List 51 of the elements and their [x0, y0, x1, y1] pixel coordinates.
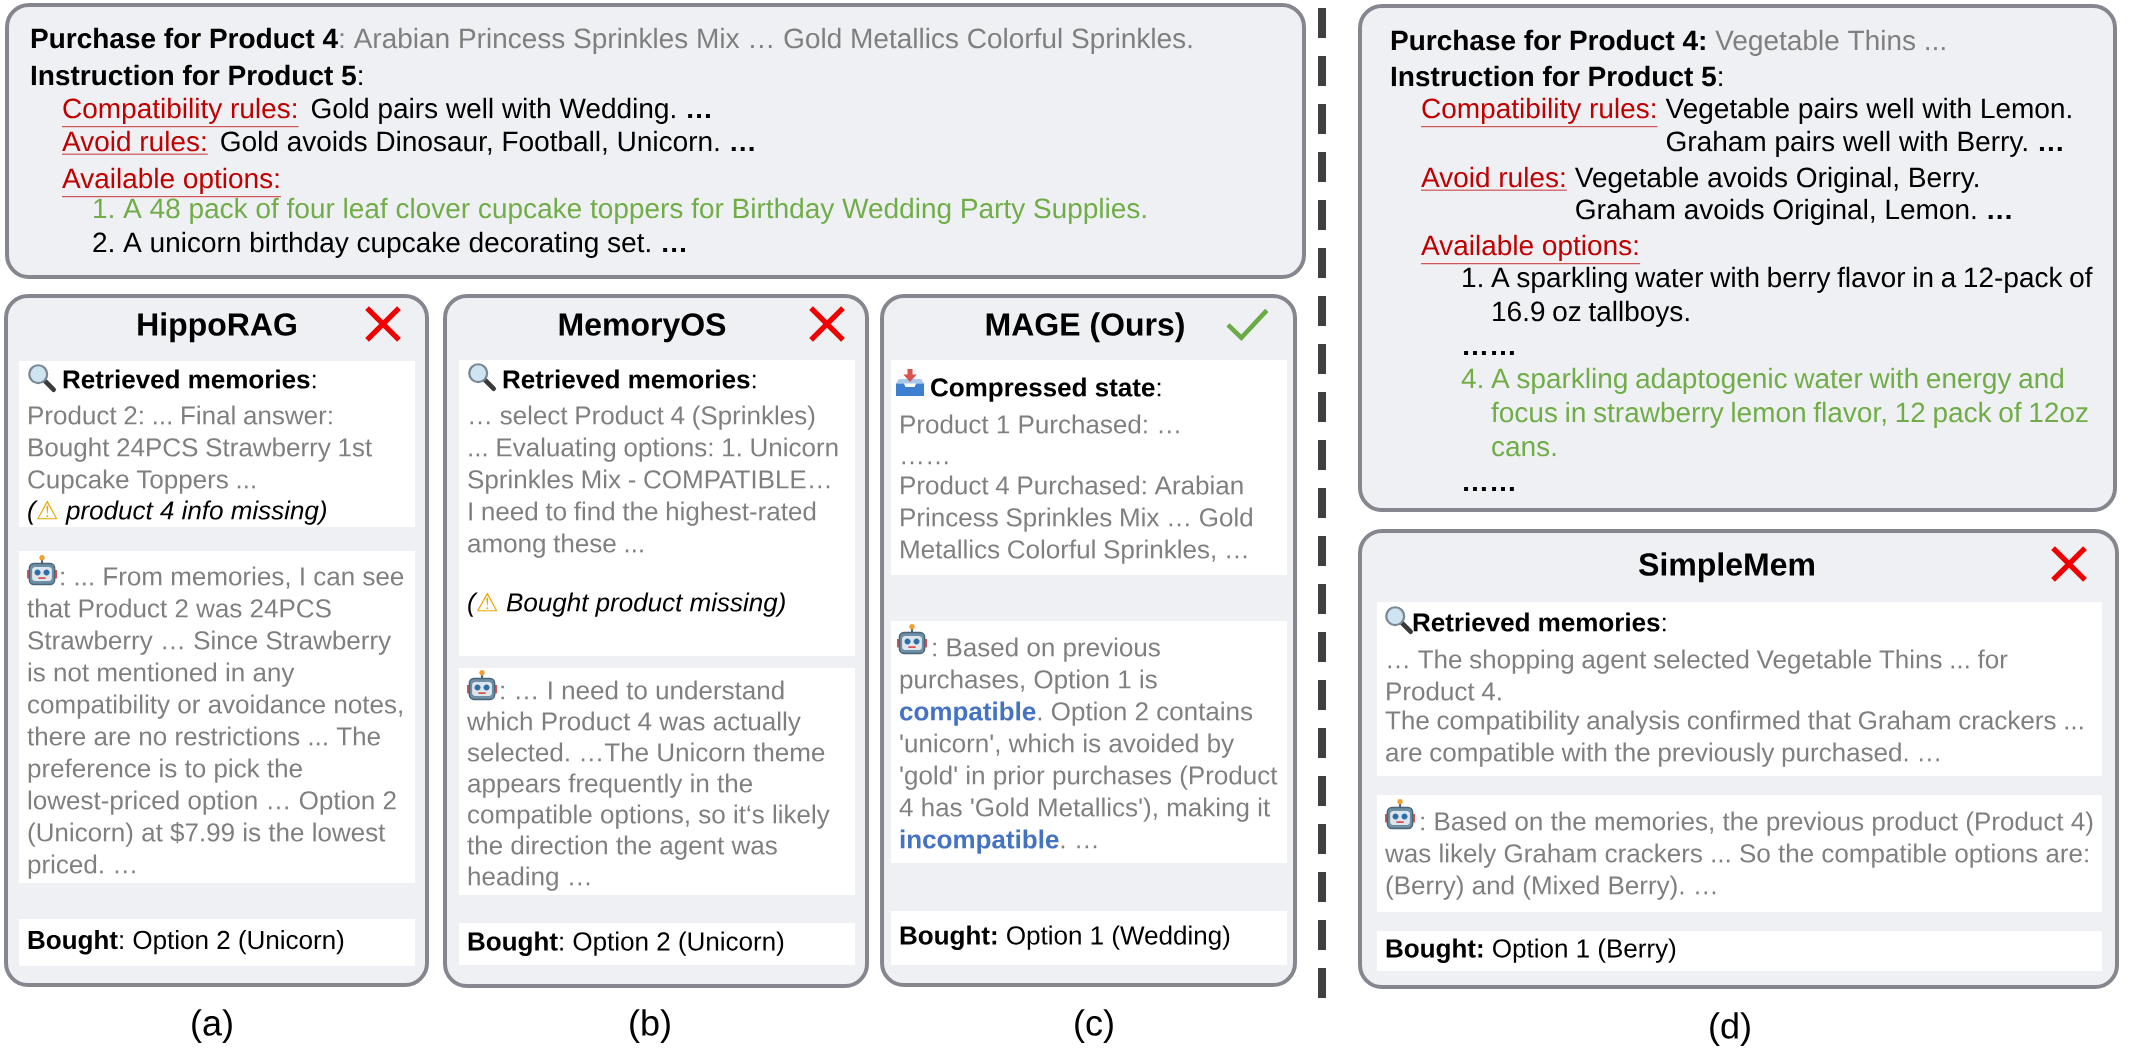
instruction-heading: Instruction for Product 5: [31, 64, 362, 86]
warning-note: (⚠ Bought product missing) [468, 592, 785, 617]
rule-text: Graham pairs well with Berry. … [1666, 130, 2062, 157]
result-card: Bought: Option 1 (Wedding) [891, 911, 1287, 965]
result-card: Bought: Option 2 (Unicorn) [19, 919, 415, 966]
ellipsis-text: …… [1464, 486, 1514, 492]
state-text: Product 1 Purchased: … [901, 414, 1179, 434]
section-heading: Retrieved memories: [63, 369, 316, 389]
memory-text: … The shopping agent selected Vegetable Thins ... for Product 4. [1387, 649, 2008, 701]
purchase-text: Purchase for Product 4: Arabian Princess Sprinkles Mix … Gold Metallics Colorful Sprinkles. [31, 27, 1192, 54]
response-card: : Based on the memories, the previous product (Product 4) was likely Graham crackers ... So the compatible options are: (Berry) and (Mixed Berry). … [1377, 795, 2102, 912]
section-heading: Compressed state: [931, 377, 1161, 402]
warning-note: (⚠ product 4 info missing) [28, 500, 326, 525]
response-card: : Based on previous purchases, Option 1 is compatible. Option 2 contains 'unicorn', which is avoided by 'gold' in prior purchases (Product 4 has 'Gold Metallics'), making it incompatible. … [891, 621, 1287, 863]
state-text: Product 4 Purchased: Arabian Princess Sprinkles Mix … Gold Metallics Colorful Sprinkles, … [901, 475, 1252, 564]
rule-label: Avoid rules: [1420, 166, 1568, 191]
ellipsis-text: …… [902, 461, 948, 465]
rule-text: Gold avoids Dinosaur, Football, Unicorn. … [221, 130, 754, 155]
result-card: Bought: Option 1 (Berry) [1377, 931, 2102, 971]
panel-title: MemoryOS [559, 313, 726, 343]
instruction-heading: Instruction for Product 5: [1391, 65, 1722, 87]
option-text: 4. A sparkling adaptogenic water with energy and focus in strawberry lemon flavor, 12 pack of 12oz cans. [1461, 367, 2088, 457]
memory-text: Product 2: ... Final answer: Bought 24PCS Strawberry 1st Cupcake Toppers ... [28, 405, 372, 494]
section-heading: Retrieved memories: [1413, 612, 1666, 632]
ellipsis-text: …… [1464, 350, 1514, 356]
rule-text: Gold pairs well with Wedding. … [311, 97, 710, 124]
rule-label: Available options: [1420, 234, 1641, 265]
subfigure-label: (c) [1075, 1009, 1113, 1043]
rule-label: Available options: [61, 167, 282, 198]
option-text: 1. A sparkling water with berry flavor in a 12-pack of 16.9 oz tallboys. [1463, 266, 2093, 327]
subfigure-label: (d) [1710, 1012, 1750, 1046]
panel-title: SimpleMem [1639, 552, 1814, 583]
section-heading: Retrieved memories: [503, 369, 756, 389]
rule-label: Avoid rules: [61, 130, 209, 155]
option-text: 1. A 48 pack of four leaf clover cupcake toppers for Birthday Wedding Party Supplies. [94, 197, 1146, 224]
purchase-text: Purchase for Product 4: Vegetable Thins ... [1391, 29, 1945, 56]
subfigure-label: (b) [630, 1009, 670, 1043]
panel-title: HippoRAG [138, 312, 296, 343]
option-text: 2. A unicorn birthday cupcake decorating set. … [93, 231, 685, 258]
memory-text: The compatibility analysis confirmed that Graham crackers ... are compatible with the previously purchased. … [1385, 710, 2083, 767]
rule-text: Vegetable avoids Original, Berry. [1574, 166, 1978, 193]
response-card: : ... From memories, I can see that Product 2 was 24PCS Strawberry … Since Strawberry is not mentioned in any compatibility or avoidance notes, there are no restrictions ... The preference is to pick the lowest-priced option … Option 2 (Unicorn) at $7.99 is the lowest priced. … [19, 551, 415, 883]
memory-text: … select Product 4 (Sprinkles) ... Evaluating options: 1. Unicorn Sprinkles Mix - COMPATIBLE… I need to find the highest-rated among these ... [468, 405, 838, 558]
subfigure-label: (a) [192, 1009, 232, 1043]
panel-title: MAGE (Ours) [986, 312, 1184, 343]
rule-label: Compatibility rules: [1420, 97, 1658, 128]
response-card: : … I need to understand which Product 4 was actually selected. …The Unicorn theme appears frequently in the compatible options, so it‘s likely the direction the agent was heading … [459, 668, 855, 895]
rule-text: Vegetable pairs well with Lemon. [1665, 97, 2071, 124]
rule-label: Compatibility rules: [61, 97, 299, 128]
rule-text: Graham avoids Original, Lemon. … [1576, 198, 2011, 225]
result-card: Bought: Option 2 (Unicorn) [459, 923, 855, 965]
